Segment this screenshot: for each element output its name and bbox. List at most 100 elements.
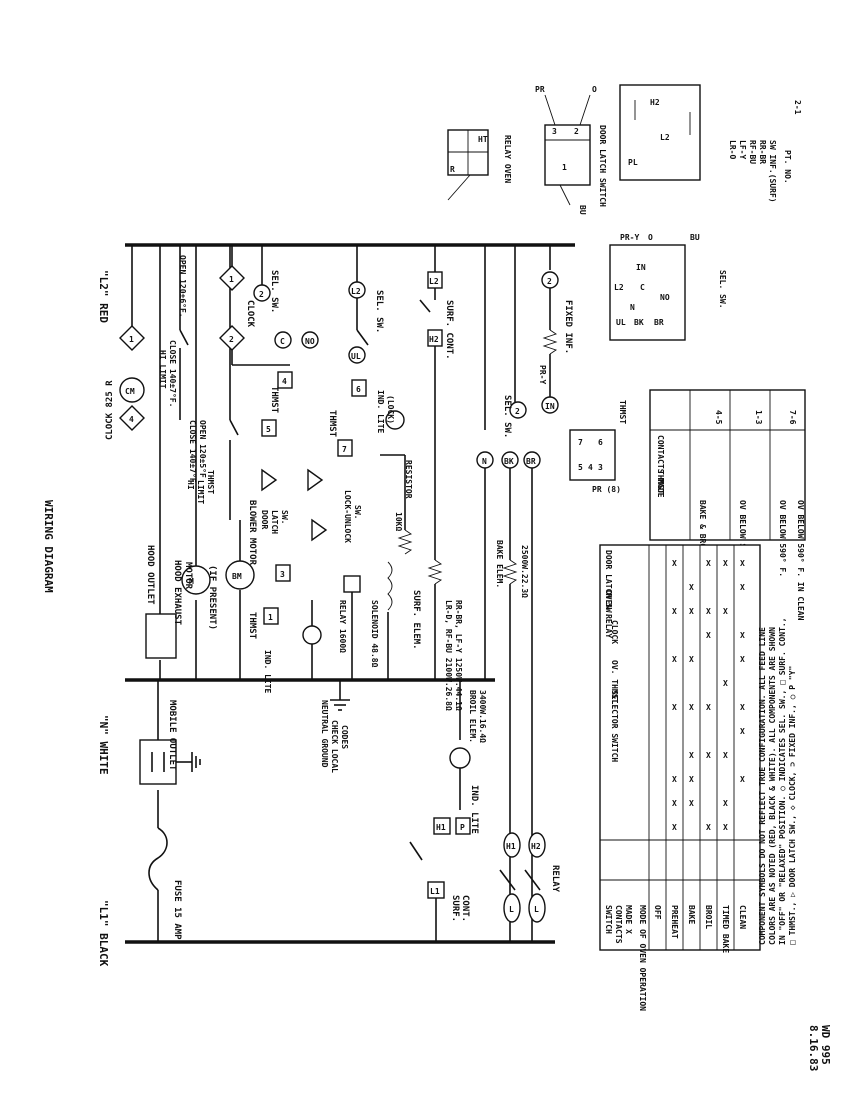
switch-contact-mark: X (740, 775, 745, 784)
contacts-row-3-a: OV BELOW 590° F. (778, 500, 787, 577)
svg-text:C: C (280, 337, 285, 346)
svg-text:2: 2 (259, 290, 264, 299)
svg-text:2: 2 (515, 407, 520, 416)
switch-group-thmst: OV. THMST (610, 660, 619, 704)
hood-motor-label-2: MOTOR (183, 562, 193, 590)
door-latch-3: SW. (280, 510, 289, 524)
surf-elem-2: RR-BR, LF-Y 1250W.44.1Ω (454, 600, 463, 711)
switch-table-note: COMPONENT SYMBOLS DO NOT REFLECT TRUE CO… (758, 617, 797, 945)
hi-limit-a-1: HI LIMIT (158, 350, 167, 389)
relay-oven-r: R (450, 165, 455, 174)
sel-sw-label-1: SEL. SW. (269, 270, 279, 313)
svg-text:PR: PR (535, 85, 545, 94)
switch-contact-mark: X (740, 631, 745, 640)
mobile-outlet-label: MOBILE OUTLET (167, 700, 177, 771)
svg-text:L: L (509, 905, 514, 914)
mode-header: MODE OF OVEN OPERATION (638, 905, 647, 1011)
switch-table-corner-3: MADE X (624, 905, 633, 934)
page-title: WIRING DIAGRAM (42, 500, 55, 593)
sel-sw-label-3: SEL. SW. (502, 395, 512, 438)
switch-contact-mark: X (689, 799, 694, 808)
switch-contact-mark: X (706, 607, 711, 616)
bus-n-label: "N" WHITE (97, 715, 110, 775)
clock-terminal-4 (119, 405, 145, 431)
mode-name: TIMED BAKE (721, 905, 730, 953)
svg-text:BU: BU (690, 233, 700, 242)
svg-text:2: 2 (229, 335, 234, 344)
bake-elem-1: BAKE ELEM. (495, 540, 504, 588)
hood-outlet-label: HOOD OUTLET (145, 545, 155, 605)
svg-text:C: C (640, 283, 645, 292)
surf-elem-1: LR-D, RF-BU 2100W.26.8Ω (444, 600, 453, 711)
fixed-inf-icon (542, 329, 558, 355)
svg-text:5: 5 (578, 463, 583, 472)
switch-contact-mark: X (689, 583, 694, 592)
switch-contact-mark: X (689, 775, 694, 784)
switch-contact-mark: X (689, 703, 694, 712)
lock-branch: L2 UL SEL. SW. 6 7 THMST LOCK-UNLOCK SW.… (327, 245, 413, 555)
part-no-label: PT. NO. (783, 150, 792, 184)
switch-contact-mark: X (723, 679, 728, 688)
surf-cont-left-1: SURF. (450, 895, 460, 922)
svg-text:1: 1 (129, 335, 134, 344)
svg-text:BR: BR (526, 457, 536, 466)
door-latch-triangle-1 (261, 468, 278, 492)
switch-contact-mark: X (740, 655, 745, 664)
thmst-label-1: THMST (269, 386, 279, 414)
fuse-branch: FUSE 15 AMP MOBILE OUTLET (139, 680, 201, 942)
svg-text:3: 3 (598, 463, 603, 472)
note-line: COMPONENT SYMBOLS DO NOT REFLECT TRUE CO… (758, 627, 767, 945)
surf-cont-label: SURF. CONT. (444, 300, 454, 360)
svg-text:IN: IN (636, 263, 646, 272)
switch-contact-mark: X (672, 775, 677, 784)
svg-text:2: 2 (547, 277, 552, 286)
switch-contact-mark: X (706, 823, 711, 832)
fuse-symbol (148, 827, 168, 891)
thmst-inset-pr8: PR (8) (592, 485, 621, 494)
ind-lite-lock-1: IND. LITE (376, 390, 385, 434)
svg-text:BR: BR (654, 318, 664, 327)
ind-lite-lock-2: (LOCK) (386, 395, 395, 424)
clock-motor-icon (119, 377, 145, 403)
svg-text:L2: L2 (614, 283, 624, 292)
sw-inf-label: SW INF.(SURF) (768, 140, 777, 203)
sel-sw-label-2: SEL. SW. (374, 290, 384, 333)
relay-h2-contact (528, 832, 546, 858)
contacts-row-1-b: 4-5 (714, 410, 723, 425)
svg-text:4: 4 (282, 377, 287, 386)
switch-contact-mark: X (672, 607, 677, 616)
inset-sel-sw: L2 IN C NO UL BK BR N SEL. SW. PR-Y O BU (609, 233, 727, 341)
neutral-ground-2: CHECK LOCAL (330, 720, 339, 773)
relay-coil-icon (343, 575, 361, 593)
clock-diamond-2 (219, 325, 245, 351)
ind-lite-lock-lamp-icon (385, 410, 405, 430)
switch-group-selector: SELECTOR SWITCH (610, 690, 619, 762)
surf-elem-icon (427, 559, 443, 585)
svg-text:PR-Y: PR-Y (620, 233, 639, 242)
clock-small-label: CLOCK (245, 300, 255, 328)
door-latch-triangle-3 (311, 518, 328, 542)
hood-motor-label-1: HOOD EXHAUST (172, 560, 182, 626)
contacts-row-3-b: 7-6 (788, 410, 797, 425)
lock-unlock-1: LOCK-UNLOCK (343, 490, 352, 543)
svg-text:H1: H1 (506, 842, 516, 851)
switch-group-clock: CLOCK (610, 620, 619, 644)
resistor-icon (397, 529, 413, 555)
switch-contact-mark: X (740, 559, 745, 568)
surf-elem-label: SURF. ELEM. (411, 590, 421, 650)
switch-contact-mark: X (723, 823, 728, 832)
svg-text:4: 4 (588, 463, 593, 472)
switch-contact-mark: X (672, 559, 677, 568)
resistor-2: RESISTOR (404, 460, 413, 499)
inset-relay-oven: RELAY OVEN R HT (447, 129, 512, 201)
inset-thmst: 5 4 3 7 6 THMST PR (8) (569, 400, 627, 494)
broil-elem-1: BROIL ELEM. (468, 690, 477, 743)
mode-name: OFF (653, 905, 662, 920)
ind-lite-lamp-icon (302, 625, 322, 645)
hi-limit-b-5: OPEN 120±5°F (198, 420, 207, 478)
resistor-1: 10KΩ (394, 512, 403, 531)
sw-inf-rrbr: RR-BR (758, 140, 767, 164)
sw-inf-lro: LR-O (728, 140, 737, 159)
svg-text:L2: L2 (351, 287, 361, 296)
switch-contact-mark: X (723, 607, 728, 616)
